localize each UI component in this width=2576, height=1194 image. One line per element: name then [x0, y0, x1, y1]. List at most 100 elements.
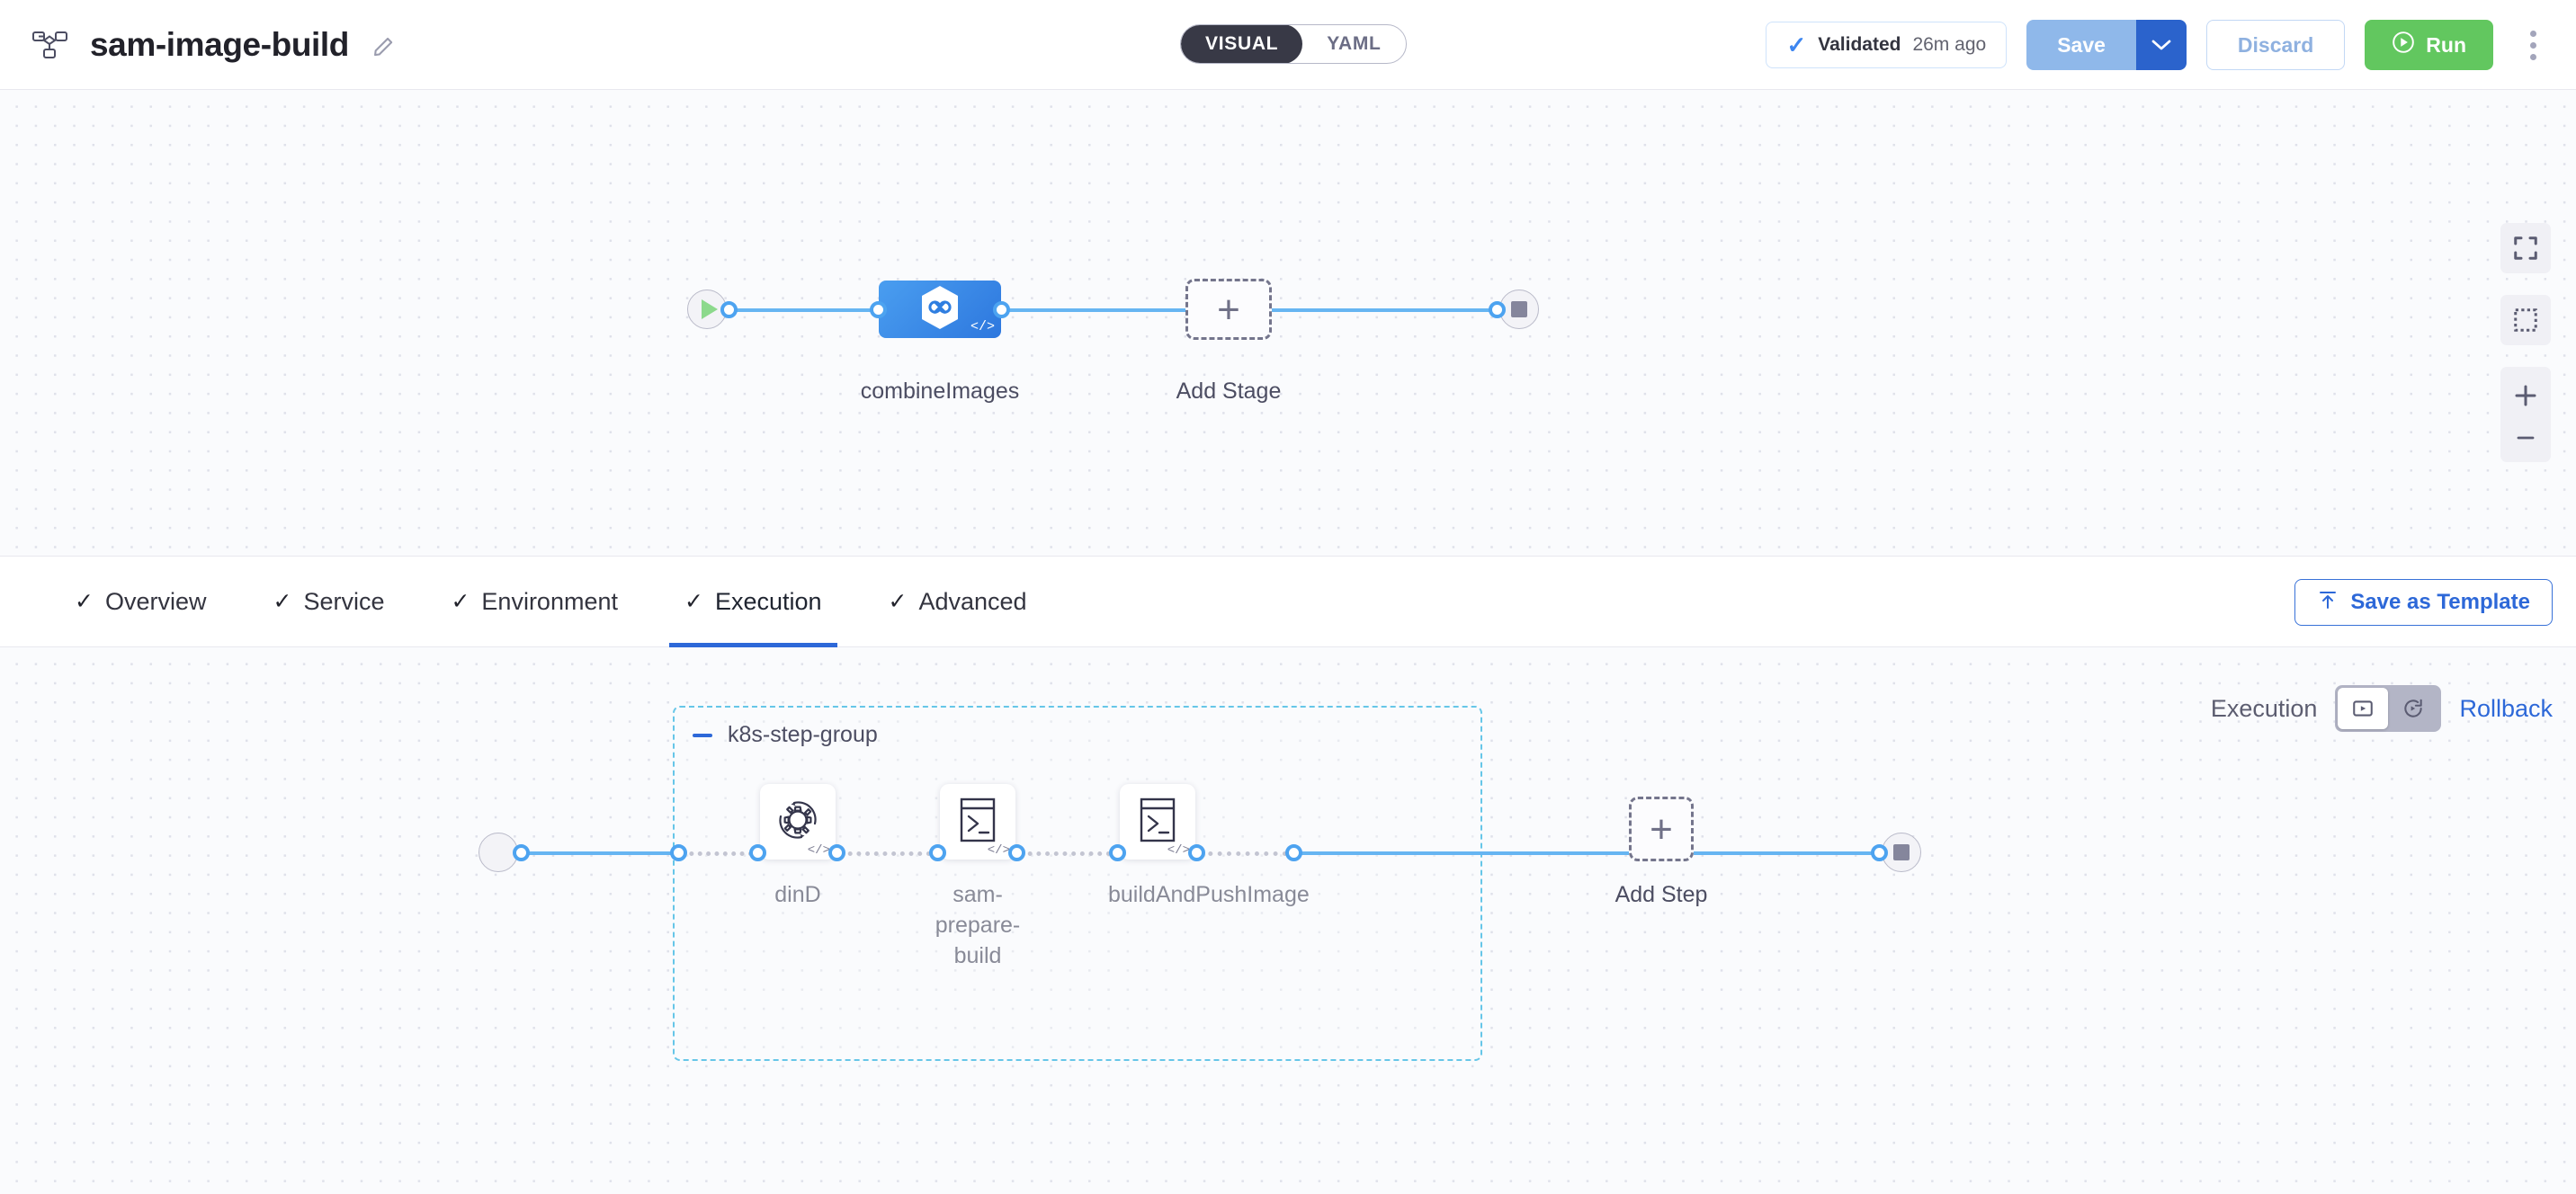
- run-label: Run: [2426, 32, 2466, 57]
- edge-group-to-addstep: [1296, 851, 1629, 855]
- save-as-template-button[interactable]: Save as Template: [2294, 579, 2553, 626]
- save-button[interactable]: Save: [2026, 20, 2136, 70]
- execution-start-port[interactable]: [513, 844, 530, 861]
- group-entry-port[interactable]: [670, 844, 687, 861]
- tab-environment[interactable]: ✓ Environment: [417, 556, 651, 647]
- stop-icon: [1893, 844, 1910, 860]
- edge-addstage-to-end: [1272, 308, 1497, 312]
- step-group-header[interactable]: k8s-step-group: [693, 722, 878, 748]
- save-button-group[interactable]: Save: [2026, 20, 2187, 70]
- tab-list: ✓ Overview ✓ Service ✓ Environment ✓ Exe…: [0, 556, 1060, 647]
- discard-button[interactable]: Discard: [2205, 20, 2346, 70]
- header-left-group: sam-image-build: [0, 25, 399, 65]
- selection-box-icon[interactable]: [2500, 295, 2551, 345]
- tab-advanced[interactable]: ✓ Advanced: [855, 556, 1060, 647]
- step-code-badge: </>: [1167, 843, 1190, 858]
- add-step-button[interactable]: +: [1629, 797, 1694, 861]
- check-icon: ✓: [1786, 31, 1807, 58]
- check-icon: ✓: [684, 589, 703, 614]
- tab-label: Environment: [481, 587, 618, 615]
- execution-end-port[interactable]: [1871, 844, 1888, 861]
- execution-play-icon[interactable]: [2338, 688, 2389, 729]
- check-icon: ✓: [273, 589, 292, 614]
- zoom-out-icon[interactable]: [2512, 432, 2539, 448]
- template-upload-icon: [2317, 589, 2339, 617]
- pencil-edit-icon[interactable]: [369, 30, 399, 60]
- tab-label: Execution: [714, 587, 822, 615]
- check-icon: ✓: [888, 589, 908, 614]
- tab-execution[interactable]: ✓ Execution: [651, 556, 855, 647]
- step-node-sam-prepare-build[interactable]: </>: [940, 784, 1015, 860]
- add-stage-label: Add Stage: [1176, 379, 1282, 404]
- end-port[interactable]: [1489, 301, 1506, 318]
- add-step-label: Add Step: [1614, 882, 1708, 907]
- execution-start-node[interactable]: [479, 833, 518, 872]
- status-badge: ✓ Validated 26m ago: [1766, 22, 2008, 68]
- tab-overview[interactable]: ✓ Overview: [41, 556, 239, 647]
- play-icon: [701, 299, 718, 319]
- app-header: sam-image-build VISUAL YAML ✓ Validated …: [0, 0, 2576, 90]
- check-icon: ✓: [75, 589, 94, 614]
- mode-visual[interactable]: VISUAL: [1181, 25, 1303, 63]
- edge-buildpush-to-groupexit: [1199, 851, 1287, 856]
- validated-label: Validated: [1818, 34, 1901, 55]
- start-port[interactable]: [720, 301, 738, 318]
- step-group-name: k8s-step-group: [728, 722, 878, 747]
- stage-code-badge: </>: [970, 319, 995, 334]
- edge-start-to-stage: [730, 308, 879, 312]
- step-node-buildandpushimage[interactable]: </>: [1120, 784, 1195, 860]
- page-title: sam-image-build: [90, 25, 349, 63]
- stage-node-combineimages[interactable]: </>: [879, 281, 1001, 338]
- header-actions: ✓ Validated 26m ago Save Discard Run: [1766, 0, 2553, 90]
- dind-input-port[interactable]: [749, 844, 766, 861]
- check-icon: ✓: [451, 589, 470, 614]
- stage-canvas[interactable]: </> + combineImages Add Stage: [0, 90, 2576, 556]
- view-mode-toggle[interactable]: VISUAL YAML: [1180, 24, 1407, 64]
- step-node-dind[interactable]: </>: [760, 784, 836, 860]
- minus-icon[interactable]: [693, 733, 712, 737]
- pipeline-nodes-icon: [31, 25, 70, 65]
- stop-icon: [1511, 301, 1527, 317]
- step-code-badge: </>: [807, 843, 830, 858]
- run-button[interactable]: Run: [2365, 20, 2493, 70]
- rollback-label[interactable]: Rollback: [2459, 694, 2553, 722]
- edge-stage-to-addstage: [1002, 308, 1185, 312]
- edge-addstep-to-end: [1694, 851, 1877, 855]
- tab-service[interactable]: ✓ Service: [239, 556, 417, 647]
- buildpush-output-port[interactable]: [1188, 844, 1205, 861]
- validated-time: 26m ago: [1912, 34, 1987, 55]
- segmented-toggle[interactable]: [2335, 685, 2442, 732]
- stage-input-port[interactable]: [870, 301, 887, 318]
- add-stage-button[interactable]: +: [1185, 279, 1272, 340]
- dind-output-port[interactable]: [828, 844, 845, 861]
- execution-canvas[interactable]: Execution Rollback: [0, 647, 2576, 1194]
- edge-samprepare-to-buildpush: [1019, 851, 1111, 856]
- edge-groupentry-to-dind: [681, 851, 753, 856]
- pipeline-start-node[interactable]: [687, 290, 727, 329]
- play-circle-icon: [2392, 31, 2415, 59]
- samprepare-input-port[interactable]: [929, 844, 946, 861]
- edge-start-to-group: [523, 851, 679, 855]
- group-exit-port[interactable]: [1285, 844, 1302, 861]
- fit-to-screen-icon[interactable]: [2500, 223, 2551, 273]
- harness-ci-hexagon-icon: [918, 284, 962, 335]
- mode-yaml[interactable]: YAML: [1327, 33, 1382, 54]
- save-dropdown-chevron-down-icon[interactable]: [2135, 20, 2187, 70]
- zoom-in-icon[interactable]: [2512, 382, 2539, 414]
- zoom-controls[interactable]: [2500, 367, 2551, 462]
- samprepare-output-port[interactable]: [1008, 844, 1025, 861]
- gear-rotate-icon: [772, 794, 824, 851]
- tab-label: Overview: [104, 587, 207, 615]
- terminal-icon: [954, 794, 1001, 851]
- step-label-sam-prepare-build: sam-prepare-build: [935, 882, 1021, 968]
- edge-dind-to-samprepare: [839, 851, 931, 856]
- execution-rollback-switch[interactable]: Execution Rollback: [2211, 685, 2553, 732]
- rollback-rotate-icon[interactable]: [2388, 688, 2438, 729]
- canvas-controls[interactable]: [2500, 223, 2551, 462]
- step-group-k8s[interactable]: k8s-step-group: [673, 706, 1482, 1061]
- execution-label: Execution: [2210, 694, 2318, 722]
- save-as-template-label: Save as Template: [2350, 590, 2530, 614]
- buildpush-input-port[interactable]: [1109, 844, 1126, 861]
- stage-output-port[interactable]: [993, 301, 1010, 318]
- kebab-menu-icon[interactable]: [2513, 20, 2553, 70]
